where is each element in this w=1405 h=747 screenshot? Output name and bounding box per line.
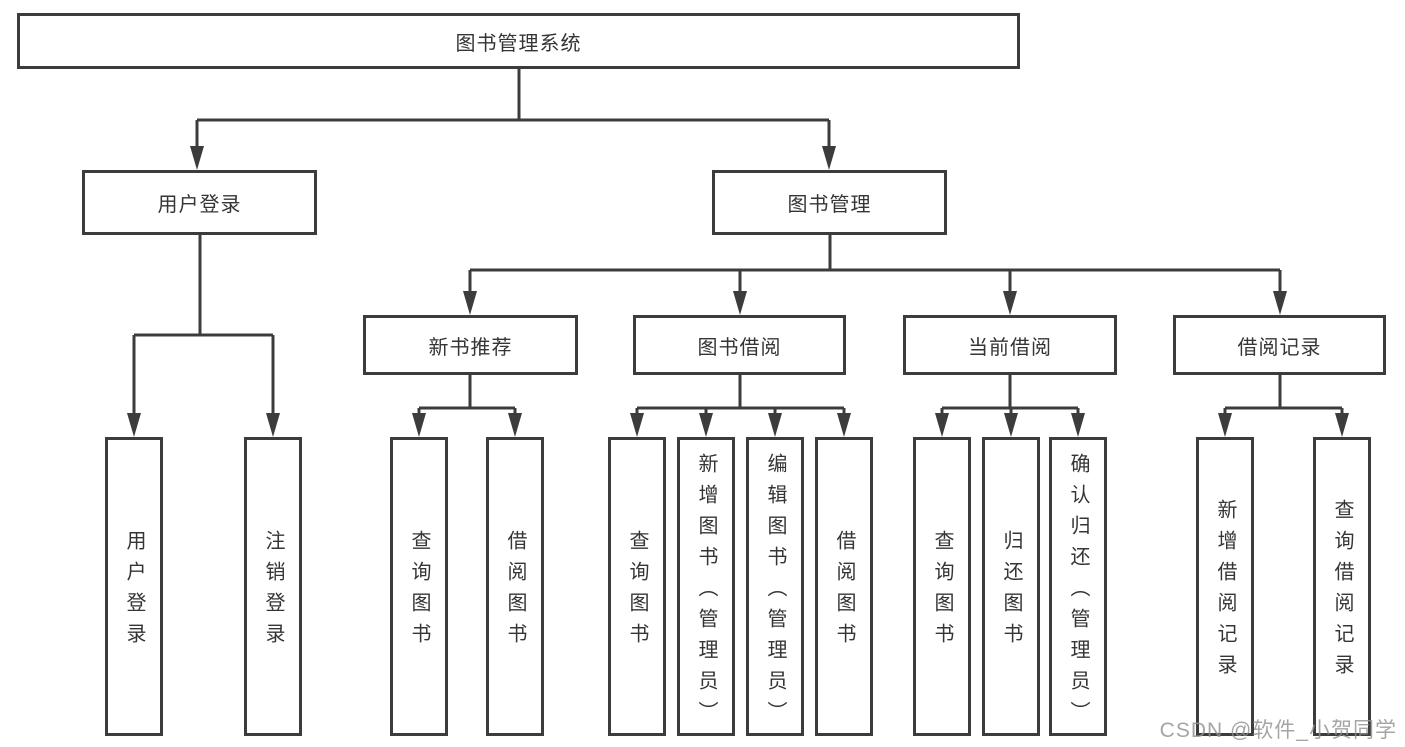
node-label: 借阅记录 (1237, 336, 1322, 359)
node-label: 注销登录 (262, 530, 284, 654)
node-label: 用户登录 (157, 194, 242, 216)
arrow-icon (508, 413, 522, 437)
node-label: 图书管理系统 (455, 32, 582, 55)
arrow-icon (190, 146, 204, 170)
node-leaf-query-borrow-record: 查询借阅记录 (1313, 437, 1371, 736)
node-label: 借阅图书 (833, 530, 855, 654)
node-label: 用户登录 (123, 530, 145, 654)
arrow-icon (1335, 413, 1349, 437)
arrow-icon (463, 291, 477, 315)
node-user-login: 用户登录 (82, 170, 317, 235)
arrow-icon (1071, 413, 1085, 437)
connector-root-to-level2 (195, 69, 831, 150)
csdn-watermark: CSDN @软件_小贺同学 (1159, 719, 1397, 742)
arrow-icon (1004, 413, 1018, 437)
node-leaf-logout: 注销登录 (244, 437, 302, 736)
node-label: 新增图书（管理员） (695, 452, 717, 732)
arrow-icon (768, 413, 782, 437)
arrow-icon (266, 413, 280, 437)
node-leaf-return-books: 归还图书 (982, 437, 1040, 736)
connector-book-mgmt-children (468, 235, 1282, 295)
node-label: 查询借阅记录 (1331, 499, 1353, 685)
node-leaf-add-borrow-record: 新增借阅记录 (1196, 437, 1254, 736)
node-label: 图书借阅 (697, 336, 782, 359)
node-leaf-confirm-return-admin: 确认归还（管理员） (1049, 437, 1107, 736)
node-borrowing-records: 借阅记录 (1173, 315, 1386, 375)
node-new-book-recommendation: 新书推荐 (363, 315, 578, 375)
connector-borrow-records-children (1223, 375, 1344, 417)
arrow-icon (822, 146, 836, 170)
node-leaf-edit-book-admin: 编辑图书（管理员） (746, 437, 804, 736)
node-leaf-query-books-1: 查询图书 (390, 437, 448, 736)
arrow-icon (733, 291, 747, 315)
node-leaf-query-books-3: 查询图书 (913, 437, 971, 736)
node-book-management: 图书管理 (712, 170, 947, 235)
connector-new-book-children (417, 375, 517, 417)
node-book-borrowing: 图书借阅 (633, 315, 846, 375)
arrow-icon (699, 413, 713, 437)
node-label: 查询图书 (931, 530, 953, 654)
node-label: 新增借阅记录 (1214, 499, 1236, 685)
node-current-borrowing: 当前借阅 (903, 315, 1117, 375)
node-leaf-query-books-2: 查询图书 (608, 437, 666, 736)
node-leaf-add-book-admin: 新增图书（管理员） (677, 437, 735, 736)
arrow-icon (127, 413, 141, 437)
node-label: 当前借阅 (968, 336, 1052, 359)
node-label: 归还图书 (1000, 530, 1022, 654)
node-leaf-borrow-books-1: 借阅图书 (486, 437, 544, 736)
arrow-icon (1218, 413, 1232, 437)
node-leaf-borrow-books-2: 借阅图书 (815, 437, 873, 736)
node-label: 图书管理 (787, 194, 872, 216)
arrow-icon (412, 413, 426, 437)
node-label: 查询图书 (408, 530, 430, 654)
arrow-icon (630, 413, 644, 437)
arrow-icon (837, 413, 851, 437)
connector-book-borrow-children (635, 375, 846, 417)
arrow-icon (935, 413, 949, 437)
node-label: 确认归还（管理员） (1067, 452, 1089, 732)
node-label: 查询图书 (626, 530, 648, 654)
connector-user-login-children (132, 235, 275, 417)
arrowheads (127, 146, 1349, 437)
node-label: 新书推荐 (428, 336, 513, 359)
node-leaf-user-login: 用户登录 (105, 437, 163, 736)
node-book-management-system: 图书管理系统 (17, 13, 1020, 69)
connector-current-borrow-children (940, 375, 1080, 417)
arrow-icon (1003, 291, 1017, 315)
node-label: 编辑图书（管理员） (764, 452, 786, 732)
node-label: 借阅图书 (504, 530, 526, 654)
arrow-icon (1273, 291, 1287, 315)
